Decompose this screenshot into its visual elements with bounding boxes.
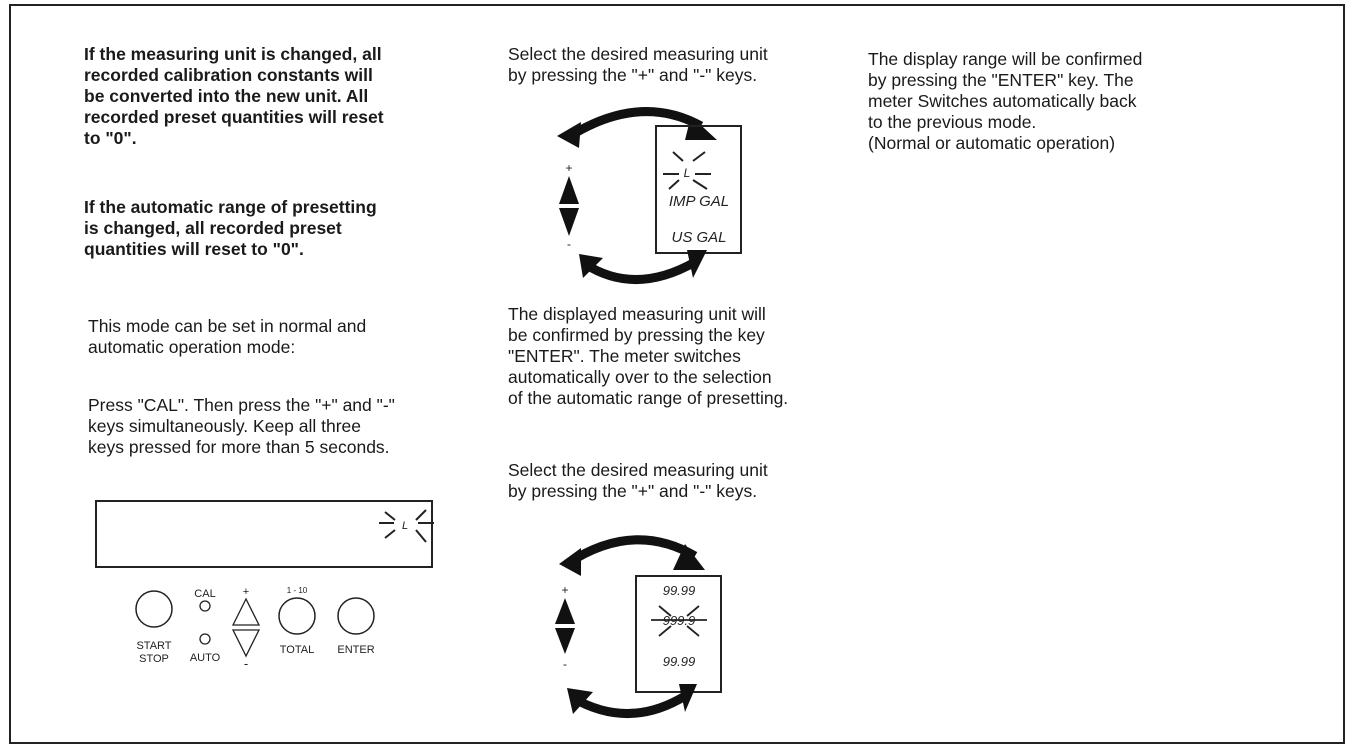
blink-rays-icon xyxy=(379,509,434,543)
cal-label: CAL xyxy=(194,588,215,600)
meter-display xyxy=(95,500,433,568)
select-range-instruction: Select the desired measuring unit by pre… xyxy=(508,460,768,501)
range-selection-diagram: + - 99.99 999.9 99.99 xyxy=(555,535,722,718)
auto-indicator xyxy=(199,633,211,645)
cycle-arrow-bottom-icon xyxy=(582,258,698,284)
arrowhead-bottom-right-icon xyxy=(679,684,697,712)
plus-key-label: + xyxy=(243,586,249,598)
cycle-arrow-bottom-icon xyxy=(570,692,688,718)
plus-label: + xyxy=(561,583,568,597)
unit-option-imp-gal: IMP GAL xyxy=(669,193,729,210)
total-label: TOTAL xyxy=(280,644,314,656)
display-unit-letter: L xyxy=(402,520,408,532)
cycle-arrow-top-icon xyxy=(564,535,698,568)
unit-option-liters: L xyxy=(684,166,691,180)
range-display-box xyxy=(635,575,722,693)
arrowhead-top-left-icon xyxy=(559,548,581,576)
arrowhead-bottom-left-icon xyxy=(567,688,593,714)
key-press-instructions: Press "CAL". Then press the "+" and "-" … xyxy=(88,395,395,457)
minus-triangle-icon xyxy=(555,628,575,654)
plus-triangle-icon xyxy=(559,176,579,204)
arrowhead-top-left-icon xyxy=(557,122,581,148)
cycle-arrow-top-icon xyxy=(564,107,704,142)
arrowhead-bottom-right-icon xyxy=(687,250,707,278)
start-label: START xyxy=(136,640,171,652)
plus-label: + xyxy=(565,161,572,175)
blink-rays-icon xyxy=(663,151,711,190)
stop-label: STOP xyxy=(139,653,169,665)
enter-button[interactable] xyxy=(337,597,375,635)
unit-change-warning: If the measuring unit is changed, all re… xyxy=(84,44,384,148)
minus-label: - xyxy=(567,237,571,251)
arrowhead-top-right-icon xyxy=(685,116,717,140)
plus-key[interactable] xyxy=(231,597,261,626)
unit-selection-diagram: + - L IMP GAL US GAL xyxy=(557,107,742,284)
minus-key[interactable] xyxy=(231,629,261,658)
range-change-warning: If the automatic range of presetting is … xyxy=(84,197,377,259)
range-label: 1 - 10 xyxy=(287,586,308,595)
unit-option-us-gal: US GAL xyxy=(671,229,726,246)
cal-indicator xyxy=(199,600,211,612)
auto-label: AUTO xyxy=(190,652,221,664)
enter-label: ENTER xyxy=(337,644,374,656)
arrowhead-bottom-left-icon xyxy=(579,254,603,278)
plus-triangle-icon xyxy=(555,598,575,624)
select-unit-instruction: Select the desired measuring unit by pre… xyxy=(508,44,768,85)
range-confirm-instruction: The display range will be confirmed by p… xyxy=(868,49,1143,153)
range-option-2: 999.9 xyxy=(663,613,696,628)
mode-description: This mode can be set in normal and autom… xyxy=(88,316,367,357)
meter-panel: L START STOP CAL AUTO + - 1 - 10 TOTAL E… xyxy=(95,500,434,671)
blink-rays-icon xyxy=(651,605,707,637)
range-option-1: 99.99 xyxy=(663,583,696,598)
confirm-unit-instruction: The displayed measuring unit will be con… xyxy=(508,304,789,408)
arrowhead-top-right-icon xyxy=(673,544,705,570)
start-stop-button[interactable] xyxy=(135,590,173,628)
minus-key-label: - xyxy=(244,656,248,671)
minus-triangle-icon xyxy=(559,208,579,236)
range-option-3: 99.99 xyxy=(663,654,696,669)
minus-label: - xyxy=(563,657,567,671)
total-button[interactable] xyxy=(278,597,316,635)
